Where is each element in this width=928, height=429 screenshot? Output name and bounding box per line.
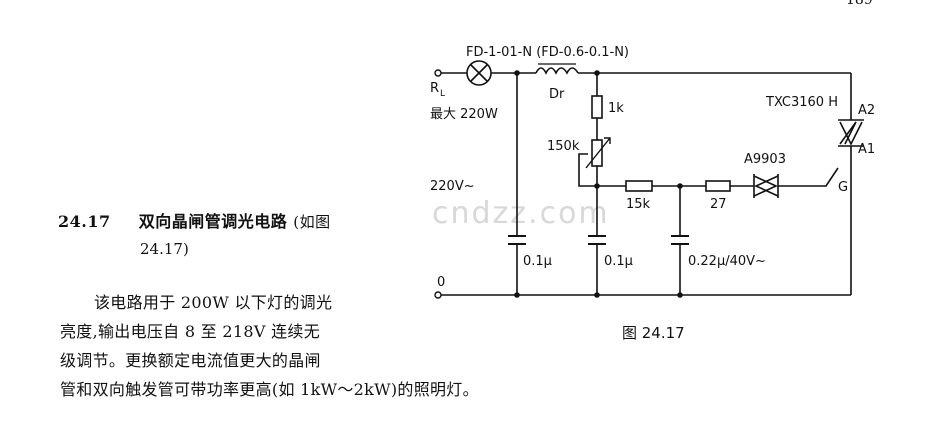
section-title: 双向晶闸管调光电路	[138, 212, 288, 231]
zero-label: 0	[437, 275, 445, 290]
c1-label: 0.1μ	[523, 254, 552, 269]
section-heading: 24.17 双向晶闸管调光电路 (如图 24.17)	[58, 208, 418, 258]
terminal-zero	[434, 291, 442, 299]
max-power-label: 最大 220W	[430, 107, 498, 122]
junction-dot	[514, 70, 520, 76]
body-line: 亮度,输出电压自 8 至 218V 连续无	[60, 322, 321, 341]
supply-label: 220V~	[430, 179, 475, 194]
resistor-15k-icon	[625, 180, 653, 192]
r3-label: 27	[710, 197, 727, 212]
a2-label: A2	[858, 103, 875, 118]
figure-caption: 图 24.17	[622, 324, 685, 342]
pot-150k-icon	[591, 139, 603, 167]
junction-dot	[677, 292, 683, 298]
resistor-27-icon	[705, 180, 731, 192]
c2-label: 0.1μ	[604, 254, 633, 269]
lamp-label: FD-1-01-N (FD-0.6-0.1-N)	[466, 45, 629, 60]
terminal-rl	[434, 69, 442, 77]
load-label: R	[430, 81, 439, 96]
junction-dot	[514, 292, 520, 298]
junction-dot	[677, 183, 683, 189]
diac-icon	[753, 174, 779, 198]
body-text: 该电路用于 200W 以下灯的调光 亮度,输出电压自 8 至 218V 连续无 …	[60, 288, 620, 404]
junction-dot	[594, 70, 600, 76]
capacitor-icon	[508, 235, 689, 245]
body-line: 该电路用于 200W 以下灯的调光	[94, 293, 333, 312]
a1-label: A1	[858, 142, 875, 157]
diac-label: A9903	[744, 152, 786, 167]
inductor-icon	[535, 63, 579, 75]
pot-arrow-icon	[585, 137, 611, 169]
triac-label: TXC3160 H	[765, 95, 838, 110]
inductor-label: Dr	[549, 87, 565, 102]
body-line: 管和双向触发管可带功率更高(如 1kW～2kW)的照明灯。	[60, 380, 479, 399]
gate-label: G	[838, 180, 848, 195]
resistor-1k-icon	[591, 95, 603, 119]
junction-dot	[594, 292, 600, 298]
lamp-icon	[466, 60, 492, 86]
section-number: 24.17	[58, 212, 111, 231]
body-line: 级调节。更换额定电流值更大的晶闸	[60, 351, 321, 370]
r2-label: 15k	[626, 197, 651, 212]
watermark: cndzz.com	[432, 196, 610, 231]
page-number: 189	[846, 0, 873, 8]
section-ref-open: (如图	[293, 213, 331, 231]
pot-wiper-wire	[578, 153, 597, 187]
load-subscript: L	[440, 89, 445, 99]
pot-label: 150k	[547, 139, 580, 154]
r1-label: 1k	[608, 101, 624, 116]
junction-dot	[594, 183, 600, 189]
section-ref-close: 24.17)	[140, 240, 189, 258]
c3-label: 0.22μ/40V~	[688, 254, 766, 269]
triac-icon	[838, 119, 864, 147]
